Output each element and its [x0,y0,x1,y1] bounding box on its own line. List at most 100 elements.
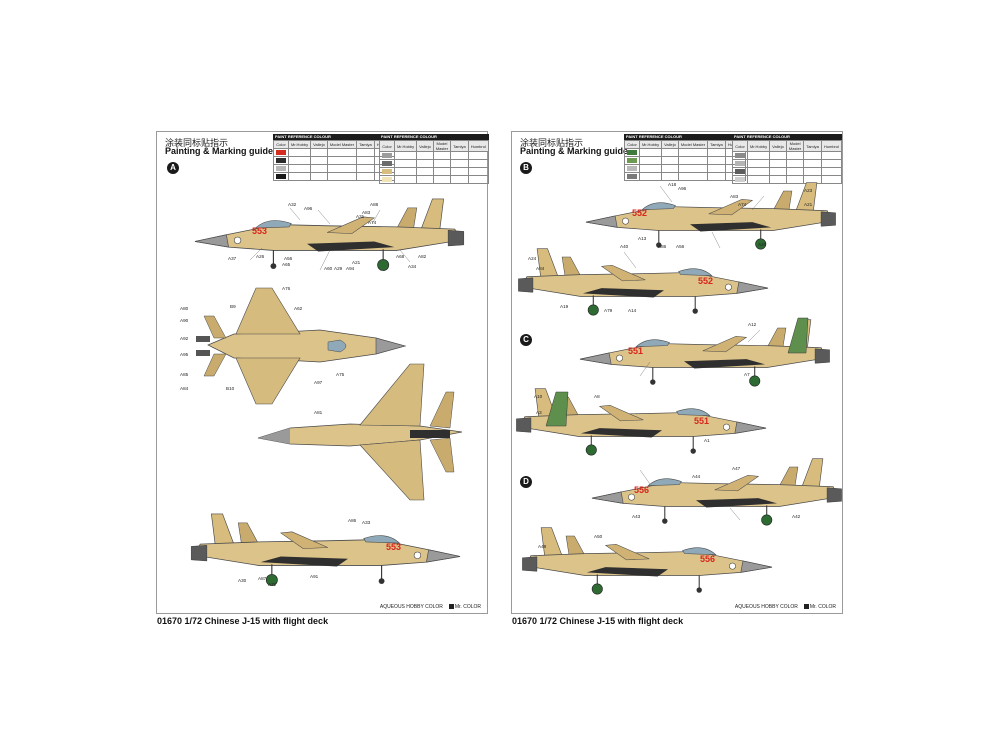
callout-label: A90 [180,318,189,323]
jet-top-view [196,287,407,405]
callout-label: A60 [324,266,333,271]
mr-color-label: Mr. COLOR [809,604,836,610]
jet-side-view-c2: 551 [515,388,767,456]
page-caption-right: 01670 1/72 Chinese J-15 with flight deck [512,616,684,626]
ref-row [732,175,843,184]
callout-label: A14 [628,308,637,313]
serial-number: 552 [632,208,647,218]
callout-label: A21 [804,202,813,207]
callout-label: A75 [336,372,345,377]
jet-side-view-b2: 552 [517,248,769,316]
hobby-color-label: AQUEOUS HOBBY COLOR [734,604,798,610]
color-swatch [382,168,392,174]
callout-label: A85 [180,372,189,377]
callout-label: A96 [304,206,313,211]
callout-label: A7 [744,372,750,377]
callout-label: A33 [362,520,371,525]
callout-label: A56 [676,244,685,249]
callout-label: A83 [362,210,371,215]
ref-row [732,159,843,168]
callout-label: A50 [594,534,603,539]
sheet-title-en: Painting & Marking guide [520,146,629,156]
jet-side-view-d1: 556 [591,458,843,526]
callout-label: A86 [348,518,357,523]
color-swatch [276,165,286,171]
callout-label: A47 [732,466,741,471]
callout-label: A20 [758,242,767,247]
callout-label: A42 [792,514,801,519]
callout-label: A13 [638,236,647,241]
variant-badge: D [520,476,532,488]
callout-label: A68 [396,254,405,259]
callout-label: A32 [288,202,297,207]
callout-label: A8 [594,394,600,399]
paint-reference-table: PAINT REFERENCE COLOUR Color Mr.Hobby Va… [732,134,843,184]
jet-bottom-view [257,363,463,501]
callout-label: A12 [748,322,757,327]
callout-label: A24 [528,256,537,261]
callout-label: A81 [314,410,323,415]
callout-label: A62 [294,306,303,311]
color-swatch [276,157,286,163]
page-caption-left: 01670 1/72 Chinese J-15 with flight deck [157,616,329,626]
mr-color-label: Mr. COLOR [454,604,481,610]
color-swatch [276,173,286,179]
serial-number: 551 [628,346,643,356]
color-swatch [382,176,392,182]
ref-header: PAINT REFERENCE COLOUR [273,134,395,140]
serial-number: 556 [700,554,715,564]
callout-label: A80 [180,306,189,311]
callout-label: A76 [282,286,291,291]
color-swatch [382,152,392,158]
color-swatch [382,160,392,166]
callout-label: A88 [370,202,379,207]
callout-label: A40 [620,244,629,249]
callout-label: A3 [536,410,542,415]
mr-color-square-icon [803,604,809,610]
ref-header: PAINT REFERENCE COLOUR [732,134,842,140]
callout-label: A96 [678,186,687,191]
hobby-color-label: AQUEOUS HOBBY COLOR [379,604,443,610]
callout-label: A26 [256,254,265,259]
color-swatch [627,165,637,171]
mr-color-square-icon [448,604,454,610]
sheet-title-cn: 涂装同标贴指示 [520,139,584,149]
color-swatch [276,149,286,155]
callout-label: A91 [310,574,319,579]
variant-badge: B [520,162,532,174]
callout-label: A43 [632,514,641,519]
variant-badge: A [167,162,179,174]
callout-label: B9 [230,304,236,309]
callout-label: A65 [282,262,291,267]
jet-side-view-c1: 551 [579,317,831,387]
callout-label: A10 [534,394,543,399]
color-swatch [627,157,637,163]
callout-label: A48 [538,544,547,549]
callout-label: A74 [738,202,747,207]
callout-label: A31 [356,214,365,219]
serial-number: 556 [634,485,649,495]
callout-label: A19 [560,304,569,309]
callout-label: A21 [352,260,361,265]
color-swatch [627,149,637,155]
paint-reference-table: PAINT REFERENCE COLOUR Color Mr.Hobby Va… [379,134,489,184]
callout-label: A56 [284,256,293,261]
callout-label: A84 [536,266,545,271]
callout-lines [249,185,765,521]
paint-reference-table: PAINT REFERENCE COLOUR Color Mr.Hobby Va… [273,134,395,181]
ref-row [379,175,489,184]
callout-label: A82 [418,254,427,259]
col-modelmaster: Model Master [432,140,452,152]
ref-header: PAINT REFERENCE COLOUR [379,134,489,140]
ref-header: PAINT REFERENCE COLOUR [624,134,746,140]
serial-number: 551 [694,416,709,426]
callout-label: A86 [658,244,667,249]
sheet-footer: AQUEOUS HOBBY COLOR Mr. COLOR [380,604,481,610]
callout-label: A37 [228,256,237,261]
callout-label: A34 [408,264,417,269]
callout-label: A23 [804,188,813,193]
callout-label: A97 [314,380,323,385]
callout-label: A72 [268,582,277,587]
variant-badge: C [520,334,532,346]
callout-label: A79 [604,308,613,313]
